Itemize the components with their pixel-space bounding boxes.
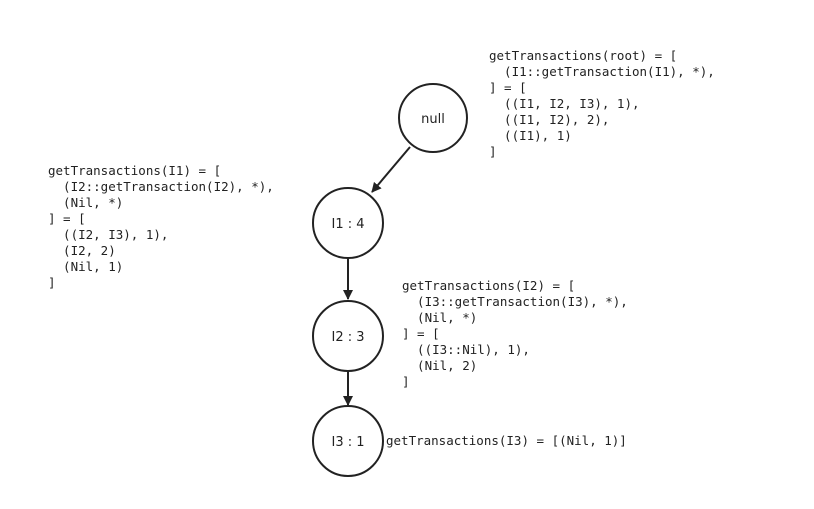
annotation-i1-line-5: (I2, 2) — [48, 243, 116, 258]
annotation-root-line-0: getTransactions(root) = [ — [489, 48, 677, 63]
annotation-i1-line-4: ((I2, I3), 1), — [48, 227, 168, 242]
annotation-i1-line-6: (Nil, 1) — [48, 259, 123, 274]
annotation-root-line-4: ((I1, I2), 2), — [489, 112, 609, 127]
annotation-root-line-2: ] = [ — [489, 80, 527, 95]
annotation-i2-line-1: (I3::getTransaction(I3), *), — [402, 294, 628, 309]
annotation-i2: getTransactions(I2) = [ (I3::getTransact… — [402, 278, 628, 389]
annotation-i3-line-0: getTransactions(I3) = [(Nil, 1)] — [386, 433, 627, 448]
annotation-i2-line-4: ((I3::Nil), 1), — [402, 342, 530, 357]
node-root: null — [398, 83, 468, 153]
node-i2-label: I2 : 3 — [331, 330, 364, 345]
node-i3-label: I3 : 1 — [331, 435, 364, 450]
annotation-i1-line-0: getTransactions(I1) = [ — [48, 163, 221, 178]
node-root-label: null — [421, 112, 445, 127]
annotation-i2-line-2: (Nil, *) — [402, 310, 477, 325]
annotation-i1-line-2: (Nil, *) — [48, 195, 123, 210]
node-i1-circle — [312, 187, 384, 259]
node-i2: I2 : 3 — [312, 300, 384, 372]
edge-root-to-i1 — [371, 146, 411, 193]
edges — [343, 146, 411, 406]
annotation-root-line-1: (I1::getTransaction(I1), *), — [489, 64, 715, 79]
annotation-i2-line-5: (Nil, 2) — [402, 358, 477, 373]
annotation-i1-line-3: ] = [ — [48, 211, 86, 226]
annotation-i1-line-7: ] — [48, 275, 56, 290]
annotation-i1: getTransactions(I1) = [ (I2::getTransact… — [48, 163, 274, 290]
node-root-circle — [398, 83, 468, 153]
annotation-root: getTransactions(root) = [ (I1::getTransa… — [489, 48, 715, 159]
annotation-i2-line-3: ] = [ — [402, 326, 440, 341]
annotation-root-line-5: ((I1), 1) — [489, 128, 572, 143]
annotation-i1-line-1: (I2::getTransaction(I2), *), — [48, 179, 274, 194]
node-i1-label: I1 : 4 — [331, 217, 364, 232]
annotation-i2-line-0: getTransactions(I2) = [ — [402, 278, 575, 293]
node-i3: I3 : 1 — [312, 405, 384, 477]
annotation-i3: getTransactions(I3) = [(Nil, 1)] — [386, 433, 627, 448]
annotation-i2-line-6: ] — [402, 374, 410, 389]
annotation-root-line-3: ((I1, I2, I3), 1), — [489, 96, 640, 111]
node-i1: I1 : 4 — [312, 187, 384, 259]
annotation-root-line-6: ] — [489, 144, 497, 159]
node-i2-circle — [312, 300, 384, 372]
node-i3-circle — [312, 405, 384, 477]
